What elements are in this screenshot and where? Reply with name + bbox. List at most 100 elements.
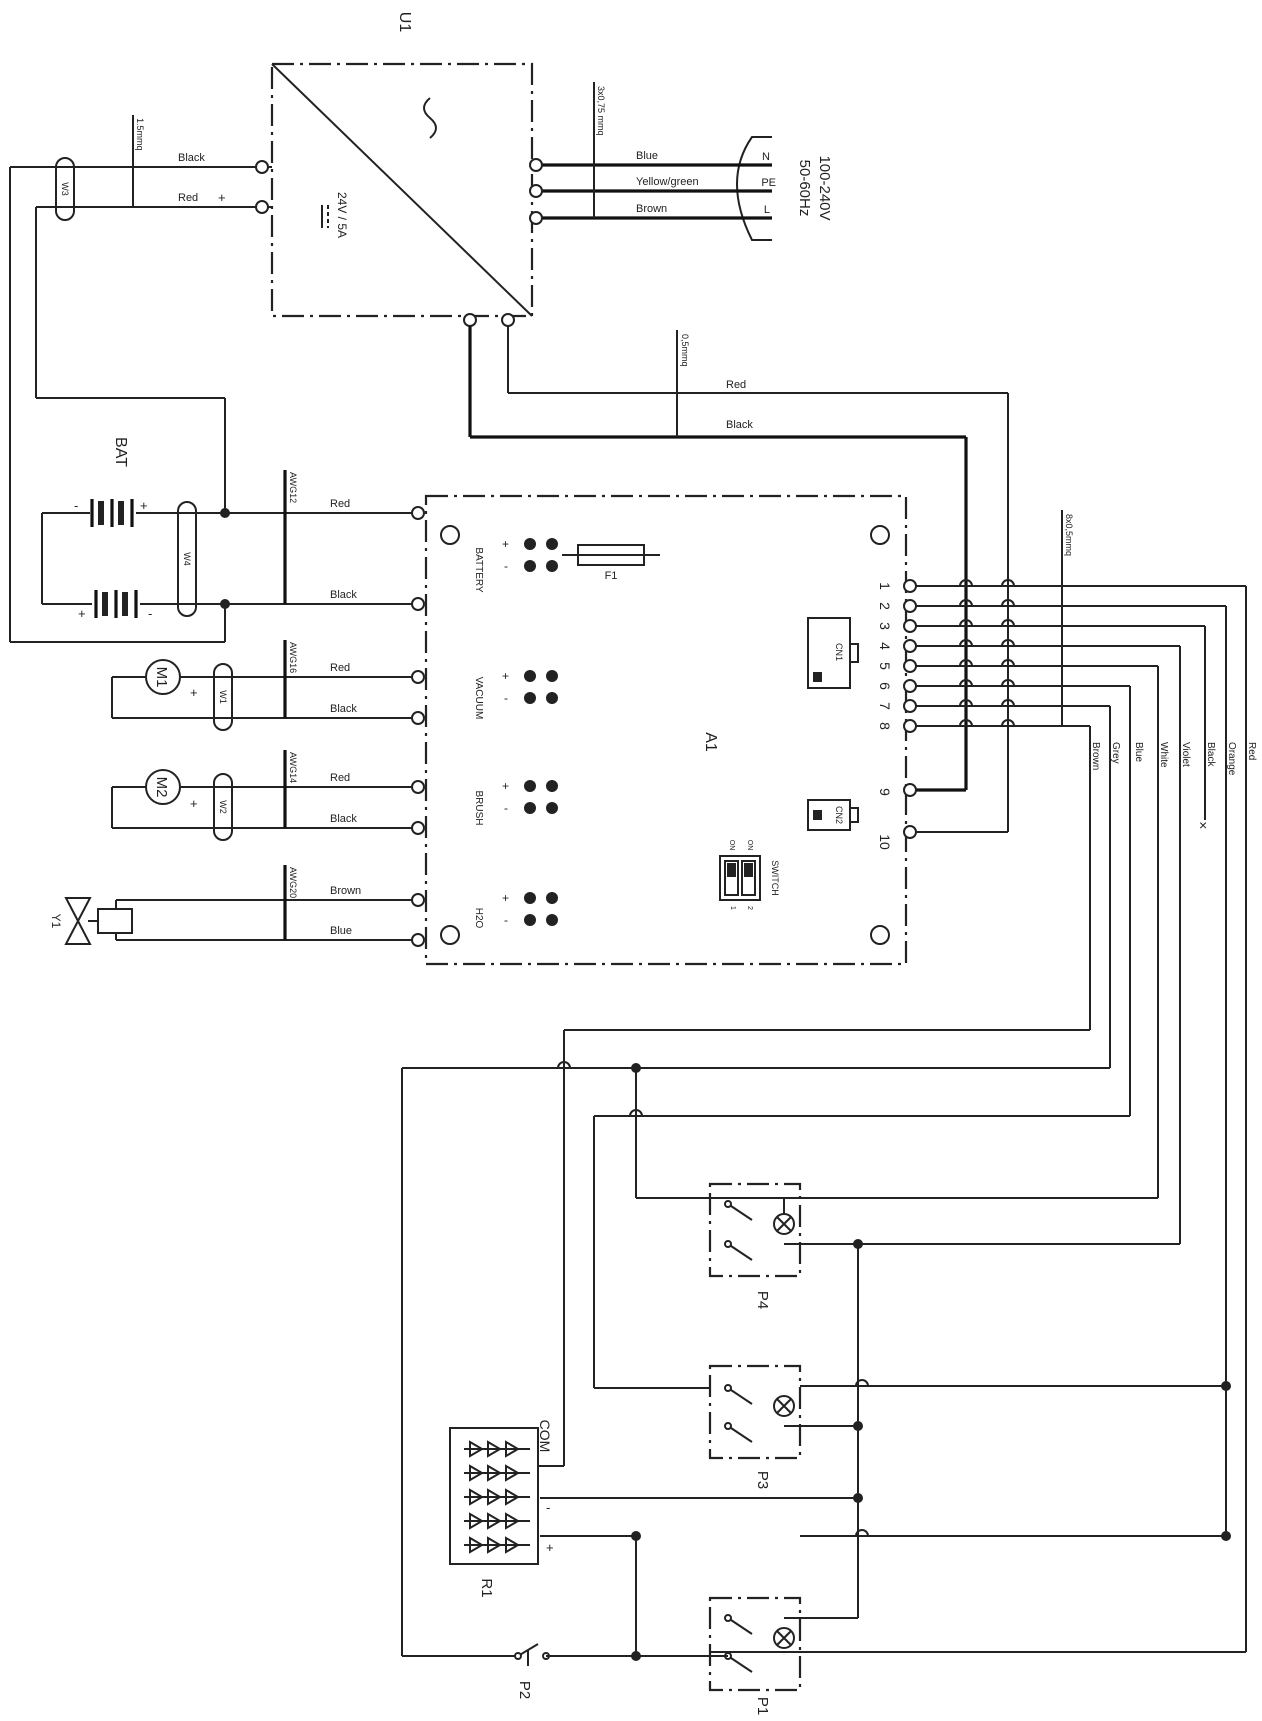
clamp-w4-label: W4 <box>182 552 192 566</box>
dip-switch-pos-2: 2 <box>746 906 753 910</box>
bridge-id: R1 <box>478 1578 495 1597</box>
section-brush: BRUSH + - <box>473 779 558 826</box>
pin-3: 3 <box>877 622 893 630</box>
section-h2o: H2O + - <box>473 891 558 929</box>
battery-bat: BAT - + + - W4 <box>41 437 418 621</box>
mains-frequency: 50-60Hz <box>796 160 813 217</box>
harness-wire-blue: Blue <box>1133 742 1144 762</box>
power-supply-u1: 24V / 5A U1 <box>270 12 534 318</box>
mains-input: Blue Yellow/green Brown N PE L 3x0,75 mm… <box>529 82 833 241</box>
mains-wire-blue: Blue <box>636 150 658 162</box>
dip-switch: SWITCH ON ON 1 2 <box>719 840 780 910</box>
board-left-terminals <box>411 506 425 947</box>
pin-10: 10 <box>877 834 893 850</box>
dc-symbol-icon <box>321 205 329 228</box>
board-outline <box>424 494 908 966</box>
section-vacuum-plus: + <box>502 669 509 683</box>
dip-switch-on-1: ON <box>728 840 735 851</box>
bridge-com-label: COM <box>537 1420 553 1453</box>
section-battery: BATTERY + - <box>473 537 558 593</box>
harness-wire-red: Red <box>1246 742 1257 760</box>
motor-m1-id: M1 <box>153 667 170 688</box>
board-right-terminals: 1 2 3 4 5 6 7 8 9 10 <box>877 579 917 850</box>
u1-wire-black: Black <box>178 152 205 164</box>
battery-id: BAT <box>112 437 129 467</box>
motor-m1-wire-red: Red <box>330 662 350 674</box>
harness-wire-grey: Grey <box>1110 742 1121 764</box>
ac-symbol-icon <box>423 97 437 139</box>
section-battery-plus: + <box>502 537 509 551</box>
pin-5: 5 <box>877 662 893 670</box>
harness-gauge: 8x0,5mmq <box>1064 514 1074 556</box>
unused-wire-end-icon: × <box>1199 817 1207 833</box>
cn1-label: CN1 <box>834 643 844 661</box>
clamp-w1-label: W1 <box>218 690 228 704</box>
harness-wire-orange: Orange <box>1226 742 1237 776</box>
clamp-w3-label: W3 <box>60 182 70 196</box>
bridge-body <box>449 1427 539 1565</box>
pin-2: 2 <box>877 602 893 610</box>
connector-cn1: CN1 <box>807 617 859 689</box>
mains-pin-l: L <box>764 204 770 216</box>
valve-wire-blue: Blue <box>330 925 352 937</box>
clamp-w3 <box>55 157 75 221</box>
harness-wire-violet: Violet <box>1180 742 1191 767</box>
u1-signal-output: Red Black 0,5mmq <box>463 313 1009 833</box>
section-vacuum-minus: - <box>504 691 508 705</box>
power-supply-diagonal <box>271 63 533 317</box>
switch-p4-box <box>708 1182 802 1278</box>
switch-p1: P1 <box>636 1596 858 1715</box>
u1-wire-red: Red <box>178 192 198 204</box>
switch-p4-label: P4 <box>754 1291 771 1309</box>
section-vacuum-label: VACUUM <box>473 677 484 720</box>
clamp-w4 <box>177 501 197 617</box>
motor-m2: M2 + W2 AWG14 Red Black <box>111 750 418 841</box>
harness-wire-white: White <box>1158 742 1169 768</box>
cn2-label: CN2 <box>834 806 844 824</box>
clamp-w2 <box>213 773 233 841</box>
switch-p4: P4 <box>636 1182 858 1309</box>
clamp-w1 <box>213 663 233 731</box>
battery-gauge: AWG12 <box>288 472 298 503</box>
signal-cable-gauge: 0,5mmq <box>680 334 690 367</box>
section-h2o-label: H2O <box>473 908 484 929</box>
switch-p3: P3 <box>708 1364 858 1489</box>
valve-y1: Y1 AWG20 Brown Blue <box>49 865 418 945</box>
motor-m1-plus: + <box>190 685 198 700</box>
bridge-r1: COM - + R1 <box>449 1420 564 1598</box>
mains-wire-yellow-green: Yellow/green <box>636 176 699 188</box>
supply-bus <box>540 1063 641 1661</box>
mains-voltage: 100-240V <box>816 155 833 220</box>
valve-id: Y1 <box>49 914 63 929</box>
fuse-f1: F1 <box>562 544 660 582</box>
u1-plus-sign: + <box>218 190 226 205</box>
valve-coil <box>97 908 133 934</box>
pin-4: 4 <box>877 642 893 650</box>
bridge-minus: - <box>546 1500 550 1515</box>
connector-cn2: CN2 <box>807 799 859 831</box>
switch-p2-label: P2 <box>516 1681 533 1699</box>
u1-cable-gauge: 1.5mmq <box>135 118 145 151</box>
motor-m2-wire-black: Black <box>330 813 357 825</box>
dip-switch-label: SWITCH <box>770 860 780 896</box>
battery-minus-top: - <box>74 498 78 513</box>
switch-p3-lamp-icon <box>773 1395 795 1417</box>
mains-cable-gauge: 3x0,75 mmq <box>596 86 606 136</box>
motor-m1: M1 + W1 AWG16 Red Black <box>111 640 418 731</box>
valve-symbol-icon <box>64 897 92 945</box>
signal-wire-black: Black <box>726 419 753 431</box>
valve-wire-brown: Brown <box>330 885 361 897</box>
pin-8: 8 <box>877 722 893 730</box>
section-vacuum: VACUUM + - <box>473 669 558 719</box>
section-battery-label: BATTERY <box>473 547 484 593</box>
power-supply-rating: 24V / 5A <box>335 192 349 238</box>
motor-m2-plus: + <box>190 796 198 811</box>
power-supply-id: U1 <box>396 12 413 33</box>
harness-8-wire: 8x0,5mmq Brown Grey Blue White Violet Bl… <box>402 510 1257 1653</box>
switch-p2: P2 <box>401 1068 636 1699</box>
clamp-w2-label: W2 <box>218 800 228 814</box>
section-h2o-plus: + <box>502 891 509 905</box>
section-brush-label: BRUSH <box>473 790 484 825</box>
mains-pin-n: N <box>762 151 770 163</box>
motor-m1-gauge: AWG16 <box>288 642 298 673</box>
